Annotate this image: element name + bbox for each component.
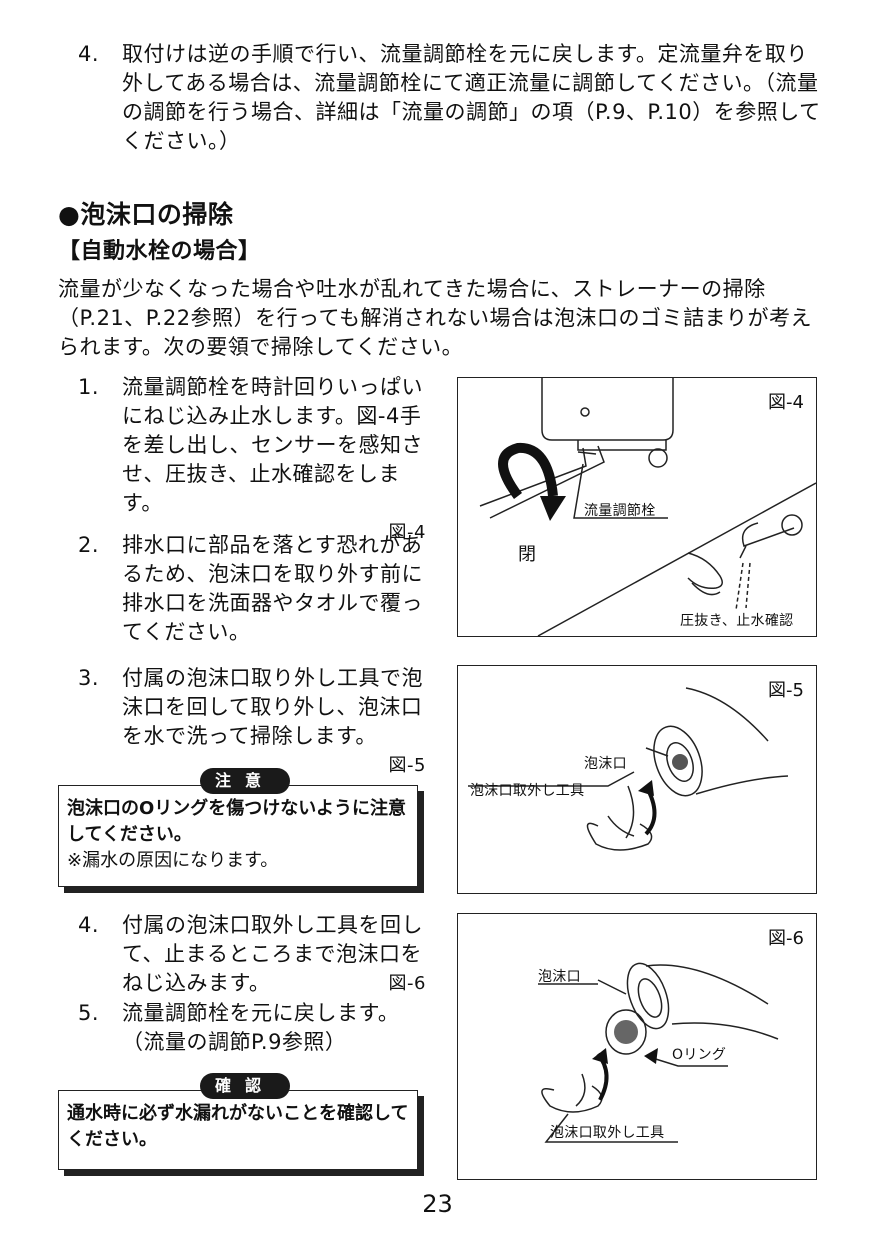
step-3: 3. 付属の泡沫口取り外し工具で泡沫口を回して取り外し、泡沫口を水で洗って掃除し… xyxy=(78,664,426,780)
caution-label: 注意 xyxy=(200,768,290,794)
caution-note: ※漏水の原因になります。 xyxy=(67,850,279,871)
step-text: 流量調節栓を時計回りいっぱいにねじ込み止水します。図-4手を差し出し、センサーを… xyxy=(122,375,423,515)
subsection-title: 【自動水栓の場合】 xyxy=(58,239,261,264)
figure-6: 図-6 泡沫口 Oリング 泡沫口取外し工具 xyxy=(457,913,817,1180)
intro-step-number: 4. xyxy=(78,42,100,66)
intro-step-text: 取付けは逆の手順で行い、流量調節栓を元に戻します。定流量弁を取り外してある場合は… xyxy=(122,42,821,153)
confirm-box: 通水時に必ず水漏れがないことを確認してください。 xyxy=(58,1090,418,1170)
step-number: 5. xyxy=(78,1001,100,1025)
step-number: 1. xyxy=(78,375,100,399)
oring-label: Oリング xyxy=(672,1047,727,1063)
confirm-text: 通水時に必ず水漏れがないことを確認してください。 xyxy=(67,1103,409,1150)
page-number: 23 xyxy=(422,1190,453,1218)
step-4: 4. 付属の泡沫口取外し工具を回して、止まるところまで泡沫口をねじ込みます。図-… xyxy=(78,911,426,998)
step-text: 付属の泡沫口取り外し工具で泡沫口を回して取り外し、泡沫口を水で洗って掃除します。 xyxy=(122,666,423,748)
valve-label: 流量調節栓 xyxy=(584,503,656,519)
aerator-label: 泡沫口 xyxy=(584,756,627,772)
caution-text: 泡沫口のOリングを傷つけないように注意してください。 xyxy=(67,798,406,845)
figure-5: 図-5 泡沫口 泡沫口取外し工具 xyxy=(457,665,817,894)
tool-label: 泡沫口取外し工具 xyxy=(550,1125,665,1141)
section-title: ●泡沫口の掃除 xyxy=(58,200,234,229)
close-label: 閉 xyxy=(518,544,536,565)
figure-title: 図-4 xyxy=(768,392,804,413)
figure-4: 図-4 流量調節栓 閉 圧抜き、止水確認 xyxy=(457,377,817,637)
step-1: 1. 流量調節栓を時計回りいっぱいにねじ込み止水します。図-4手を差し出し、セン… xyxy=(78,373,426,547)
step-2: 2. 排水口に部品を落とす恐れがあるため、泡沫口を取り外す前に排水口を洗面器やタ… xyxy=(78,531,426,647)
step-number: 3. xyxy=(78,666,100,690)
intro-paragraph: 流量が少なくなった場合や吐水が乱れてきた場合に、ストレーナーの掃除（P.21、P… xyxy=(58,277,812,359)
figure-title: 図-5 xyxy=(768,680,804,701)
step-text: 付属の泡沫口取外し工具を回して、止まるところまで泡沫口をねじ込みます。 xyxy=(122,913,423,995)
aerator-removal-illustration xyxy=(468,687,789,851)
intro-step: 4. 取付けは逆の手順で行い、流量調節栓を元に戻します。定流量弁を取り外してある… xyxy=(78,40,823,156)
step-text: 流量調節栓を元に戻します。（流量の調節P.9参照） xyxy=(122,1001,400,1054)
figure-reference: 図-5 xyxy=(388,755,426,776)
step-number: 2. xyxy=(78,533,100,557)
step-5: 5. 流量調節栓を元に戻します。（流量の調節P.9参照） xyxy=(78,999,426,1057)
figure-reference: 図-4 xyxy=(388,522,426,543)
aerator-label: 泡沫口 xyxy=(538,969,581,985)
step-number: 4. xyxy=(78,913,100,937)
pressure-check-label: 圧抜き、止水確認 xyxy=(680,613,794,629)
tool-label: 泡沫口取外し工具 xyxy=(470,783,585,799)
caution-box: 泡沫口のOリングを傷つけないように注意してください。 ※漏水の原因になります。 xyxy=(58,785,418,887)
confirm-label: 確認 xyxy=(200,1073,290,1099)
aerator-install-illustration xyxy=(538,962,779,1143)
faucet-valve-illustration xyxy=(479,378,816,636)
figure-title: 図-6 xyxy=(768,928,804,949)
figure-reference: 図-6 xyxy=(388,973,426,994)
step-text: 排水口に部品を落とす恐れがあるため、泡沫口を取り外す前に排水口を洗面器やタオルで… xyxy=(122,533,423,644)
